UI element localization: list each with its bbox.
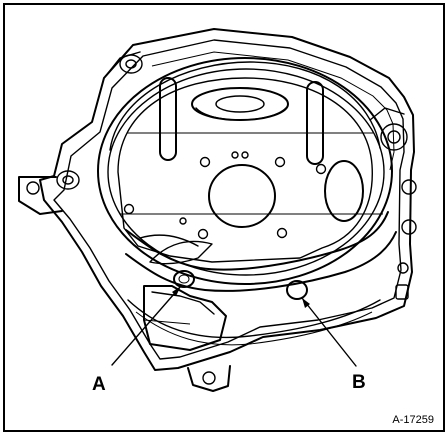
- lower-bracket: [143, 285, 227, 351]
- bolt-hole: [199, 156, 211, 168]
- corner-tab-right: [369, 107, 405, 121]
- mount-boss-right-lower: [401, 219, 417, 235]
- lower-bracket-line: [143, 319, 191, 325]
- stiffening-rib-right: [306, 81, 324, 165]
- mount-hole-left: [26, 181, 40, 195]
- drain-hole-b: [286, 280, 308, 300]
- corner-tab-top-left: [103, 51, 141, 79]
- bolt-hole: [315, 163, 327, 175]
- callout-label-a: A: [92, 374, 106, 395]
- mount-boss-right-upper: [380, 123, 408, 151]
- callouts: A B: [92, 285, 366, 395]
- center-bore: [208, 164, 276, 228]
- mount-boss-left-inner: [62, 175, 74, 185]
- bolt-hole: [179, 217, 187, 225]
- mount-boss-right-middle: [401, 179, 417, 195]
- mounting-tab-left: [18, 176, 63, 215]
- bolt-hole: [276, 227, 288, 239]
- right-oval-cutout: [324, 160, 364, 222]
- mount-slot-right: [395, 284, 409, 300]
- main-opening-inner: [107, 68, 385, 276]
- lower-flange-seam-inner: [135, 311, 373, 346]
- lower-bracket-edge: [151, 291, 215, 315]
- stiffening-rib-left: [159, 77, 177, 161]
- main-opening-outer: [97, 57, 393, 285]
- bolt-hole: [274, 156, 286, 168]
- figure-frame: [3, 3, 445, 432]
- main-opening-rim: [109, 61, 381, 151]
- mount-boss-right-bottom: [397, 262, 409, 274]
- bolt-hole: [241, 151, 249, 159]
- mount-boss-left: [56, 170, 80, 190]
- mount-boss-top-left-inner: [125, 59, 137, 69]
- top-oval-bore-inner: [215, 95, 265, 113]
- inner-flange-outline: [53, 39, 405, 360]
- drain-hole-a: [173, 270, 195, 288]
- figure-reference-number: A-17259: [392, 414, 434, 426]
- arrowhead-b: [302, 298, 310, 308]
- inner-plate-outline: [117, 77, 373, 263]
- housing-panel: [18, 28, 417, 392]
- bolt-hole: [197, 228, 209, 240]
- arrowhead-a: [172, 286, 181, 296]
- mounting-tab-bottom: [187, 365, 231, 392]
- bolt-hole: [123, 203, 135, 215]
- mount-boss-right-upper-inner: [387, 130, 401, 144]
- top-oval-bore-shadow: [195, 107, 287, 121]
- leader-line-b: [301, 297, 357, 367]
- twisted-band-fold: [149, 240, 213, 265]
- twisted-band-edge: [139, 234, 199, 247]
- twisted-band-top: [125, 211, 389, 271]
- bolt-hole: [231, 151, 239, 159]
- lower-flange-seam: [127, 299, 381, 339]
- twisted-band-bottom: [125, 231, 397, 292]
- mount-hole-bottom: [202, 371, 216, 385]
- leader-line-a: [111, 285, 182, 366]
- callout-label-b: B: [352, 372, 366, 393]
- drain-hole-a-inner: [178, 274, 190, 284]
